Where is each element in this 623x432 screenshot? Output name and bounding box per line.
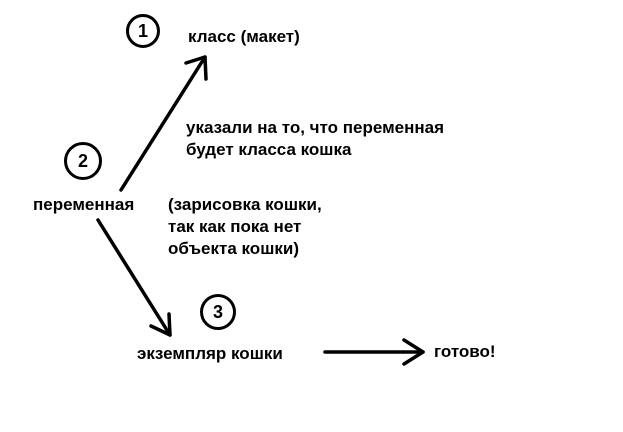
class-label: класс (макет): [188, 27, 300, 46]
arrow-variable-to-class: [119, 55, 208, 192]
done-label: готово!: [434, 342, 496, 361]
arrow-instance-to-done: [323, 338, 425, 366]
step-3-number: 3: [212, 301, 223, 322]
sketch-annotation: (зарисовка кошки, так как пока нет объек…: [168, 195, 322, 258]
step-2-number: 2: [77, 150, 88, 171]
class-annotation: указали на то, что переменная будет клас…: [186, 118, 445, 159]
variable-label: переменная: [33, 195, 135, 214]
step-1-number: 1: [137, 20, 148, 41]
arrow-variable-to-instance: [96, 218, 172, 337]
step-2-badge: 2: [64, 142, 102, 180]
step-3-badge: 3: [200, 294, 236, 330]
instance-label: экземпляр кошки: [137, 344, 283, 363]
step-1-badge: 1: [126, 14, 160, 48]
